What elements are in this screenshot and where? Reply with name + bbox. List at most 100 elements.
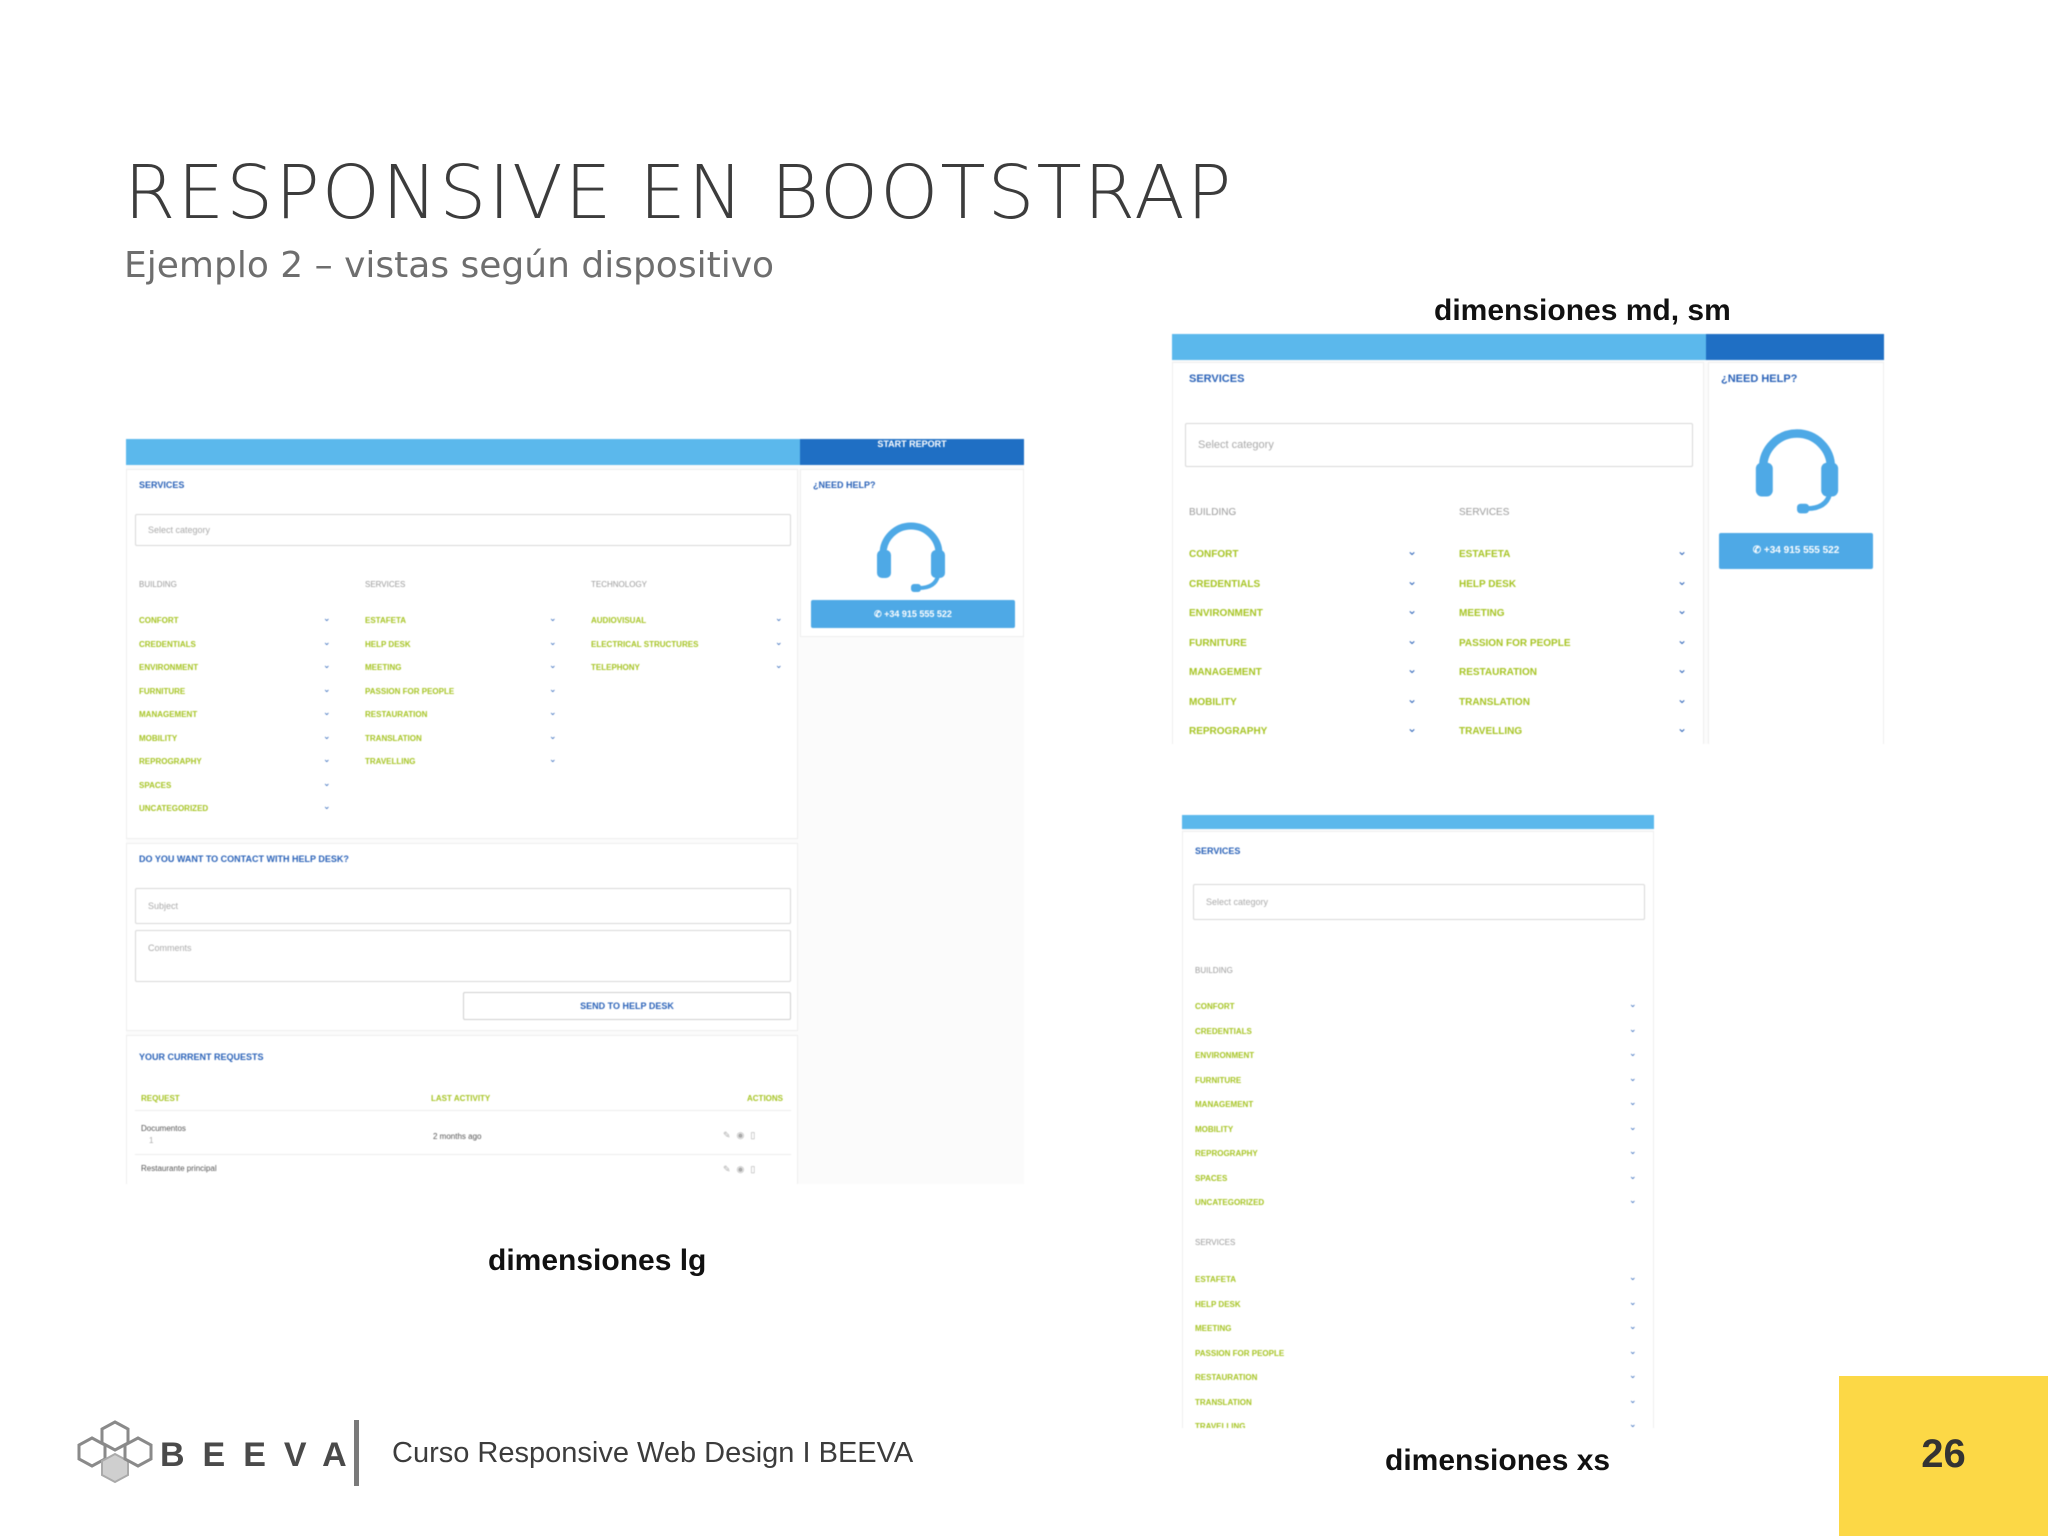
chevron-down-icon[interactable]: ⌄: [1677, 544, 1688, 558]
chevron-down-icon[interactable]: ⌄: [549, 707, 557, 717]
category-item[interactable]: TRANSLATION: [365, 733, 422, 743]
category-item[interactable]: REPROGRAPHY: [1195, 1149, 1258, 1158]
category-item[interactable]: RESTAURATION: [365, 710, 428, 719]
category-item[interactable]: FURNITURE: [1189, 637, 1247, 649]
category-item[interactable]: MOBILITY: [139, 733, 178, 743]
category-item[interactable]: CONFORT: [1195, 1002, 1235, 1011]
category-item[interactable]: RESTAURATION: [1459, 667, 1537, 678]
start-report-button[interactable]: [1706, 334, 1884, 360]
select-category[interactable]: Select category: [1185, 423, 1693, 467]
chevron-down-icon[interactable]: ⌄: [549, 754, 557, 764]
category-item[interactable]: TRAVELLING: [1459, 726, 1523, 737]
category-item[interactable]: TRANSLATION: [1195, 1397, 1252, 1407]
chevron-down-icon[interactable]: ⌄: [1407, 691, 1418, 706]
category-item[interactable]: SPACES: [139, 780, 172, 790]
chevron-down-icon[interactable]: ⌄: [775, 660, 783, 670]
category-item[interactable]: CREDENTIALS: [139, 639, 196, 649]
category-item[interactable]: FURNITURE: [139, 686, 186, 696]
chevron-down-icon[interactable]: ⌄: [1629, 1394, 1637, 1405]
category-item[interactable]: REPROGRAPHY: [139, 757, 202, 766]
row1-request[interactable]: Documentos: [141, 1124, 186, 1133]
chevron-down-icon[interactable]: ⌄: [1677, 691, 1688, 706]
chevron-down-icon[interactable]: ⌄: [1407, 662, 1418, 676]
category-item[interactable]: MEETING: [365, 663, 402, 672]
category-item[interactable]: CONFORT: [139, 616, 179, 625]
category-item[interactable]: MEETING: [1459, 608, 1505, 619]
category-item[interactable]: UNCATEGORIZED: [1195, 1198, 1265, 1207]
category-item[interactable]: MANAGEMENT: [1195, 1100, 1254, 1109]
chevron-down-icon[interactable]: ⌄: [323, 683, 331, 694]
row2-action-icons[interactable]: ✎◉▯: [723, 1164, 762, 1174]
chevron-down-icon[interactable]: ⌄: [1677, 632, 1688, 647]
chevron-down-icon[interactable]: ⌄: [323, 660, 331, 670]
chevron-down-icon[interactable]: ⌄: [1629, 1048, 1637, 1058]
subject-input[interactable]: Subject: [135, 888, 791, 924]
chevron-down-icon[interactable]: ⌄: [549, 636, 557, 647]
category-item[interactable]: MANAGEMENT: [1189, 667, 1262, 678]
category-item[interactable]: FURNITURE: [1195, 1075, 1242, 1085]
category-item[interactable]: AUDIOVISUAL: [591, 616, 647, 625]
select-category[interactable]: Select category: [135, 514, 791, 546]
chevron-down-icon[interactable]: ⌄: [1629, 1072, 1637, 1083]
chevron-down-icon[interactable]: ⌄: [1629, 1170, 1637, 1181]
category-item[interactable]: TELEPHONY: [591, 663, 640, 672]
chevron-down-icon[interactable]: ⌄: [323, 613, 331, 623]
chevron-down-icon[interactable]: ⌄: [1677, 662, 1688, 676]
category-item[interactable]: HELP DESK: [1459, 578, 1517, 590]
chevron-down-icon[interactable]: ⌄: [1629, 1097, 1637, 1107]
chevron-down-icon[interactable]: ⌄: [1629, 1195, 1637, 1205]
category-item[interactable]: ENVIRONMENT: [1189, 608, 1263, 619]
category-item[interactable]: SPACES: [1195, 1173, 1228, 1183]
category-item[interactable]: PASSION FOR PEOPLE: [1195, 1348, 1285, 1358]
chevron-down-icon[interactable]: ⌄: [323, 730, 331, 741]
chevron-down-icon[interactable]: ⌄: [1677, 721, 1688, 735]
chevron-down-icon[interactable]: ⌄: [323, 636, 331, 647]
category-item[interactable]: TRAVELLING: [365, 757, 416, 766]
chevron-down-icon[interactable]: ⌄: [1407, 721, 1418, 735]
select-category[interactable]: Select category: [1193, 884, 1645, 920]
category-item[interactable]: MEETING: [1195, 1324, 1232, 1333]
category-item[interactable]: TRAVELLING: [1195, 1422, 1246, 1428]
chevron-down-icon[interactable]: ⌄: [1629, 1321, 1637, 1331]
category-item[interactable]: MANAGEMENT: [139, 710, 198, 719]
category-item[interactable]: ELECTRICAL STRUCTURES: [591, 639, 699, 649]
category-item[interactable]: TRANSLATION: [1459, 696, 1530, 708]
chevron-down-icon[interactable]: ⌄: [323, 707, 331, 717]
comments-textarea[interactable]: Comments: [135, 930, 791, 982]
chevron-down-icon[interactable]: ⌄: [1407, 544, 1418, 558]
chevron-down-icon[interactable]: ⌄: [1629, 1121, 1637, 1132]
chevron-down-icon[interactable]: ⌄: [323, 777, 331, 788]
chevron-down-icon[interactable]: ⌄: [1629, 1296, 1637, 1307]
category-item[interactable]: MOBILITY: [1195, 1124, 1234, 1134]
chevron-down-icon[interactable]: ⌄: [1629, 1272, 1637, 1282]
category-item[interactable]: CONFORT: [1189, 549, 1239, 560]
start-report-button[interactable]: START REPORT: [800, 439, 1024, 465]
chevron-down-icon[interactable]: ⌄: [1677, 603, 1688, 617]
chevron-down-icon[interactable]: ⌄: [549, 660, 557, 670]
category-item[interactable]: ENVIRONMENT: [1195, 1051, 1255, 1060]
chevron-down-icon[interactable]: ⌄: [1407, 573, 1418, 588]
chevron-down-icon[interactable]: ⌄: [775, 636, 783, 647]
category-item[interactable]: HELP DESK: [365, 639, 411, 649]
chevron-down-icon[interactable]: ⌄: [1407, 603, 1418, 617]
category-item[interactable]: RESTAURATION: [1195, 1373, 1258, 1382]
category-item[interactable]: MOBILITY: [1189, 696, 1237, 708]
chevron-down-icon[interactable]: ⌄: [549, 683, 557, 694]
chevron-down-icon[interactable]: ⌄: [1629, 1370, 1637, 1380]
chevron-down-icon[interactable]: ⌄: [1629, 999, 1637, 1009]
category-item[interactable]: CREDENTIALS: [1195, 1026, 1252, 1036]
category-item[interactable]: PASSION FOR PEOPLE: [365, 686, 455, 696]
chevron-down-icon[interactable]: ⌄: [323, 754, 331, 764]
row2-request[interactable]: Restaurante principal: [141, 1164, 217, 1173]
category-item[interactable]: ESTAFETA: [1459, 549, 1511, 560]
chevron-down-icon[interactable]: ⌄: [549, 613, 557, 623]
category-item[interactable]: UNCATEGORIZED: [139, 804, 209, 813]
phone-button[interactable]: ✆ +34 915 555 522: [1719, 533, 1873, 569]
chevron-down-icon[interactable]: ⌄: [1629, 1345, 1637, 1356]
send-help-desk-button[interactable]: SEND TO HELP DESK: [463, 992, 791, 1020]
chevron-down-icon[interactable]: ⌄: [549, 730, 557, 741]
chevron-down-icon[interactable]: ⌄: [1407, 632, 1418, 647]
chevron-down-icon[interactable]: ⌄: [1629, 1419, 1637, 1428]
category-item[interactable]: ENVIRONMENT: [139, 663, 199, 672]
category-item[interactable]: PASSION FOR PEOPLE: [1459, 637, 1571, 649]
